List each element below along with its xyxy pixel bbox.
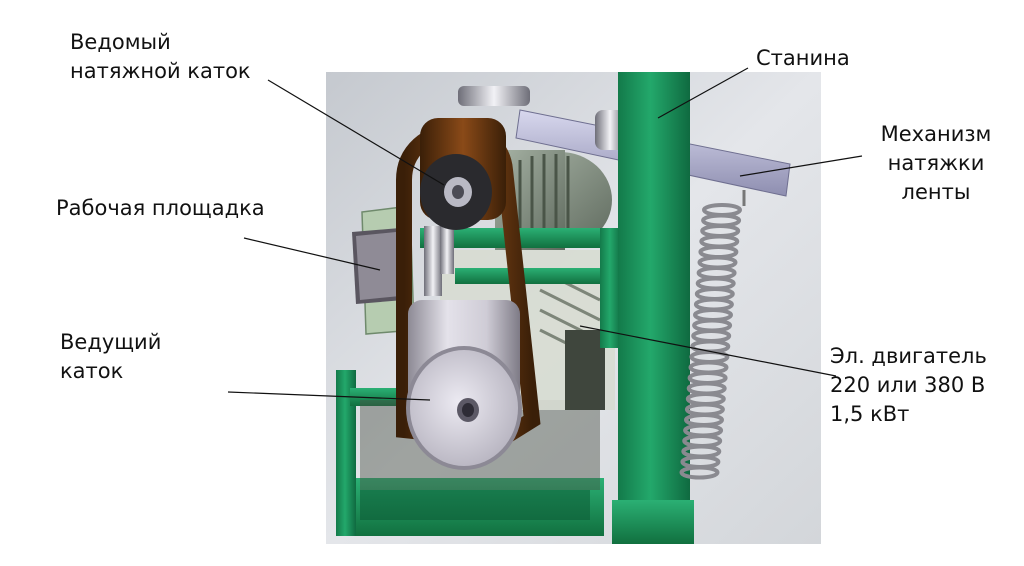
leader-frame (657, 67, 749, 119)
label-frame: Станина (756, 44, 850, 73)
label-frame-line1: Станина (756, 46, 850, 70)
label-tension-mechanism-line2: натяжки (887, 151, 985, 175)
label-work-platform-line1: Рабочая площадка (56, 196, 265, 220)
label-tension-mechanism-line3: ленты (901, 180, 971, 204)
label-motor-line3: 1,5 кВт (830, 402, 910, 426)
label-driven-roller-line1: Ведомый (70, 30, 171, 54)
main-column (612, 72, 694, 544)
driven-roller (420, 118, 506, 230)
leader-driven-roller (267, 79, 445, 186)
label-drive-roller: Ведущий каток (60, 328, 161, 386)
label-drive-roller-line1: Ведущий (60, 330, 162, 354)
label-motor-line2: 220 или 380 В (830, 373, 986, 397)
leader-work-platform (243, 237, 381, 271)
label-driven-roller-line2: натяжной каток (70, 59, 251, 83)
label-work-platform: Рабочая площадка (56, 194, 265, 223)
shaft-rod (424, 226, 442, 296)
label-driven-roller: Ведомый натяжной каток (70, 28, 251, 86)
frame-crossbars (420, 228, 625, 348)
leader-drive-roller (227, 391, 431, 401)
drive-roller (406, 300, 522, 470)
label-tension-mechanism: Механизм натяжки ленты (876, 120, 996, 207)
shaft-rod-2 (440, 224, 454, 274)
label-drive-roller-line2: каток (60, 359, 124, 383)
label-tension-mechanism-line1: Механизм (880, 122, 992, 146)
tension-spring (679, 190, 746, 480)
label-motor-line1: Эл. двигатель (830, 344, 987, 368)
label-motor: Эл. двигатель 220 или 380 В 1,5 кВт (830, 342, 987, 429)
leader-motor (579, 325, 837, 377)
spring-coil (679, 465, 720, 480)
leader-tension-mechanism (739, 155, 863, 177)
